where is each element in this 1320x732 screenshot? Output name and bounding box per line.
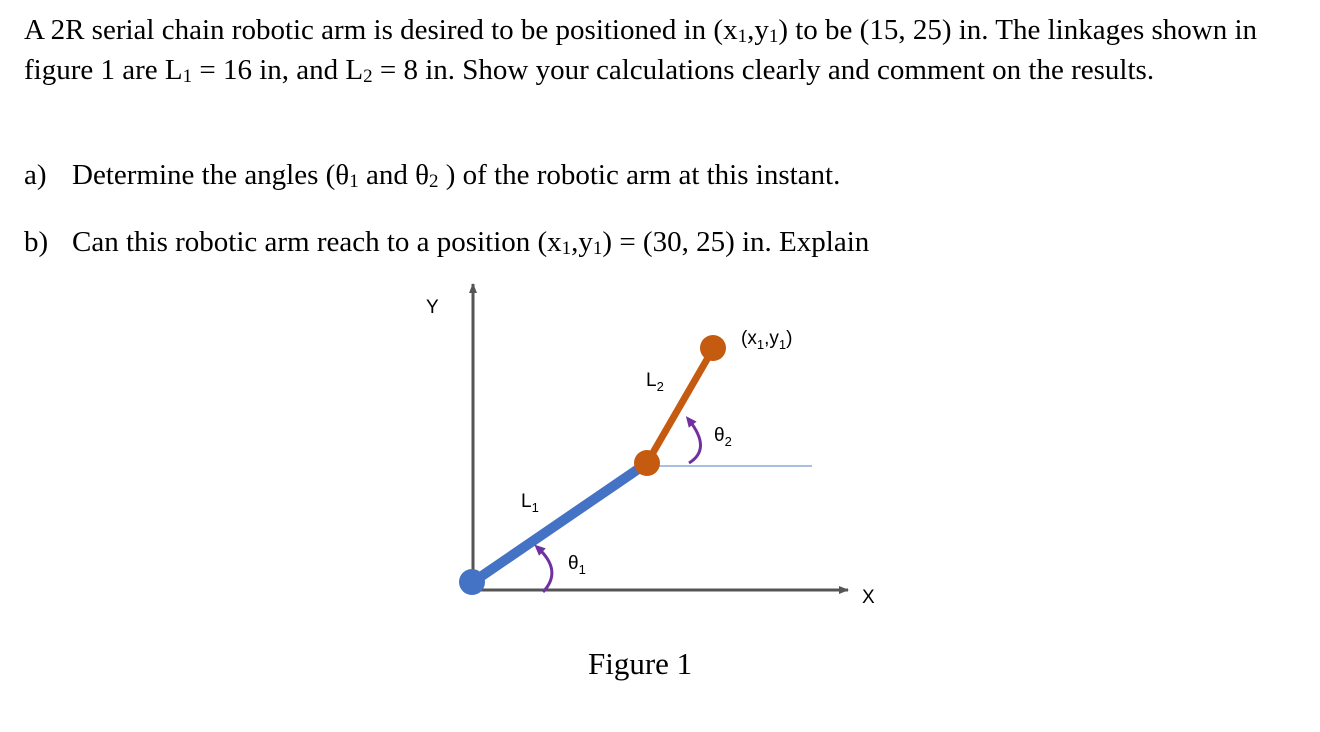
link-1-label: L1: [521, 491, 539, 515]
base-joint: [459, 569, 485, 595]
problem-statement: A 2R serial chain robotic arm is desired…: [24, 10, 1304, 90]
question-b-text: Can this robotic arm reach to a position…: [72, 226, 562, 258]
question-a-sub: 2: [428, 171, 439, 192]
elbow-joint: [634, 450, 660, 476]
intro-text-c: ) to be (15, 25) in. The linkages shown …: [24, 14, 1258, 86]
question-b: b) Can this robotic arm reach to a positi…: [24, 224, 869, 260]
question-b-text: ) = (30, 25) in. Explain: [602, 226, 870, 258]
question-b-text: ,y: [571, 226, 593, 258]
intro-text-e: = 8 in. Show your calculations clearly a…: [372, 54, 1155, 86]
question-a: a) Determine the angles (θ1 and θ2 ) of t…: [24, 157, 840, 193]
theta-1-label: θ1: [568, 553, 586, 577]
question-b-sub: 1: [592, 238, 603, 259]
link-1: [468, 458, 652, 587]
question-a-text: Determine the angles (θ: [72, 159, 350, 191]
question-a-text: and θ: [358, 159, 429, 191]
question-b-label: b): [24, 226, 49, 258]
question-a-text: ) of the robotic arm at this instant.: [438, 159, 841, 191]
x-axis-label: X: [862, 587, 875, 608]
intro-text-a: A 2R serial chain robotic arm is desired…: [24, 14, 738, 46]
intro-sub: 2: [363, 66, 373, 87]
intro-sub: 1: [182, 66, 193, 87]
figure-caption: Figure 1: [588, 646, 693, 681]
intro-sub: 1: [737, 26, 748, 47]
link-2-label: L2: [646, 370, 664, 394]
end-effector-label: (x1,y1): [741, 328, 792, 352]
intro-sub: 1: [768, 26, 779, 47]
theta-1-arc: [534, 544, 554, 594]
y-axis-label: Y: [426, 297, 439, 318]
theta-2-arc: [685, 416, 702, 465]
intro-text-d: = 16 in, and L: [192, 54, 364, 86]
question-b-sub: 1: [561, 238, 572, 259]
question-a-sub: 1: [349, 171, 359, 192]
end-effector: [700, 335, 726, 361]
link-2: [643, 345, 717, 467]
theta-2-label: θ2: [714, 425, 732, 449]
intro-text-b: ,y: [747, 14, 769, 46]
question-a-label: a): [24, 159, 47, 191]
